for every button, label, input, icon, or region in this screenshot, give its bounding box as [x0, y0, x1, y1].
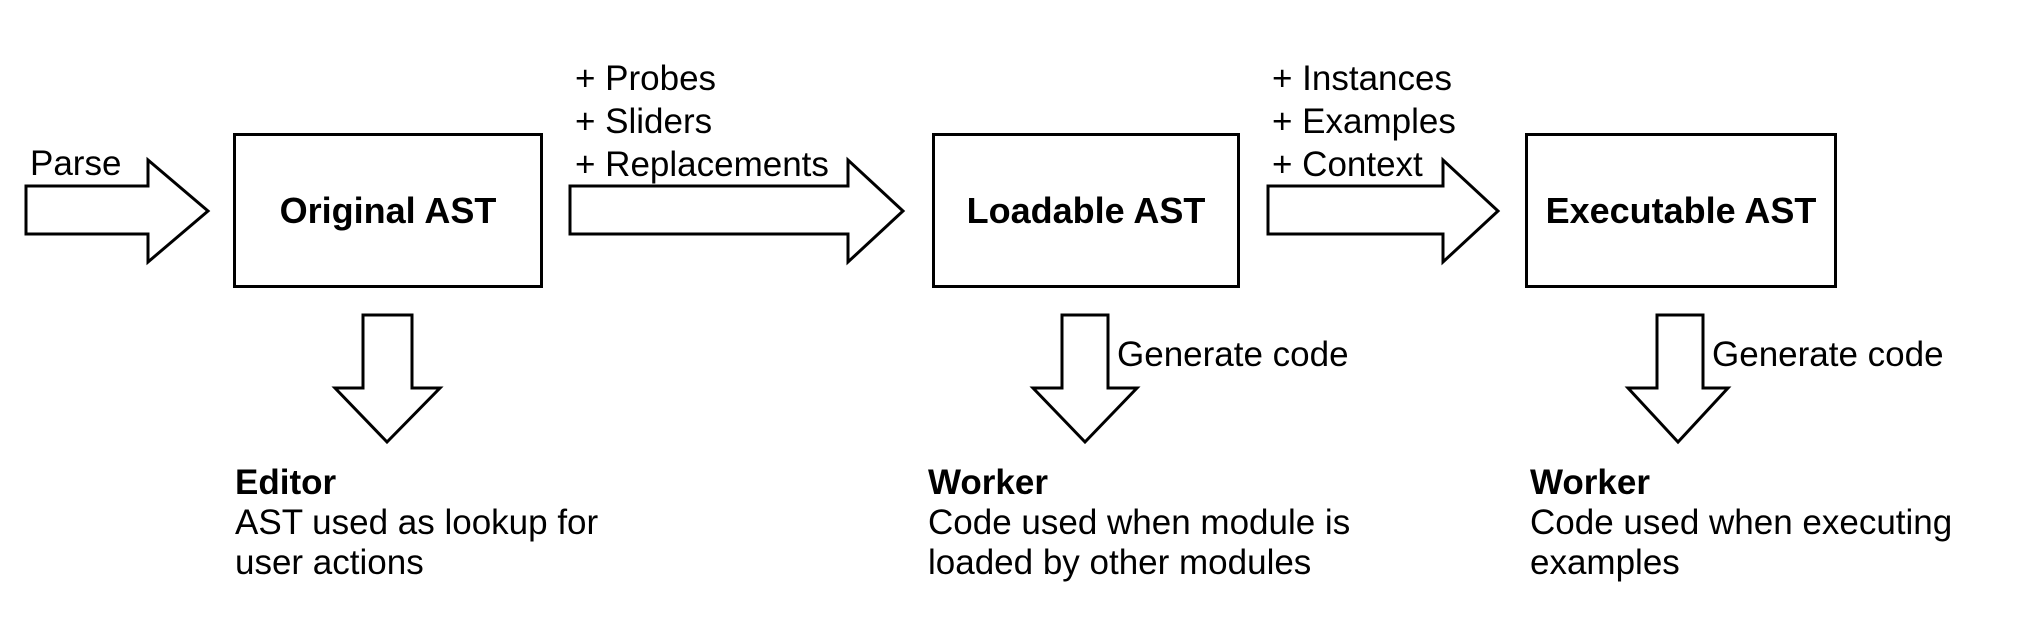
executable-ast-box-label: Executable AST: [1545, 189, 1817, 231]
original-ast-box-label: Original AST: [279, 189, 497, 231]
addition-item: + Context: [1272, 145, 1423, 184]
worker-exec-caption-line: Code used when executing: [1530, 503, 1953, 542]
worker-load-caption-title: Worker: [928, 463, 1048, 502]
editor-caption: Editor AST used as lookup for user actio…: [235, 463, 598, 583]
loadable-ast-box: Loadable AST: [932, 133, 1240, 288]
parse-right-arrow-icon: [24, 156, 211, 266]
worker-load-down-arrow-icon: [1029, 313, 1141, 445]
parse-label: Parse: [30, 144, 122, 183]
addition-item: + Probes: [575, 59, 717, 98]
addition-item: + Examples: [1272, 102, 1456, 141]
editor-caption-title: Editor: [235, 463, 337, 502]
executable-ast-box: Executable AST: [1525, 133, 1837, 288]
addition-item: + Sliders: [575, 102, 713, 141]
original-ast-box: Original AST: [233, 133, 543, 288]
editor-down-arrow-icon: [331, 313, 444, 445]
worker-exec-caption-line: examples: [1530, 543, 1680, 582]
worker-load-caption-line: Code used when module is: [928, 503, 1351, 542]
editor-caption-line: AST used as lookup for: [235, 503, 599, 542]
worker-exec-caption-title: Worker: [1530, 463, 1650, 502]
to-loadable-right-arrow-icon: [568, 156, 906, 266]
addition-item: + Replacements: [575, 145, 829, 184]
addition-item: + Instances: [1272, 59, 1452, 98]
worker-load-caption-line: loaded by other modules: [928, 543, 1312, 582]
generate-code-label-executable: Generate code: [1712, 335, 1944, 374]
worker-exec-down-arrow-icon: [1624, 313, 1732, 445]
worker-exec-caption: Worker Code used when executing examples: [1530, 463, 1952, 583]
to-executable-right-arrow-icon: [1266, 156, 1501, 266]
worker-load-caption: Worker Code used when module is loaded b…: [928, 463, 1350, 583]
loadable-ast-box-label: Loadable AST: [966, 189, 1206, 231]
editor-caption-line: user actions: [235, 543, 424, 582]
generate-code-label-loadable: Generate code: [1117, 335, 1349, 374]
loadable-additions-list: + Probes + Sliders + Replacements: [575, 57, 829, 186]
executable-additions-list: + Instances + Examples + Context: [1272, 57, 1456, 186]
